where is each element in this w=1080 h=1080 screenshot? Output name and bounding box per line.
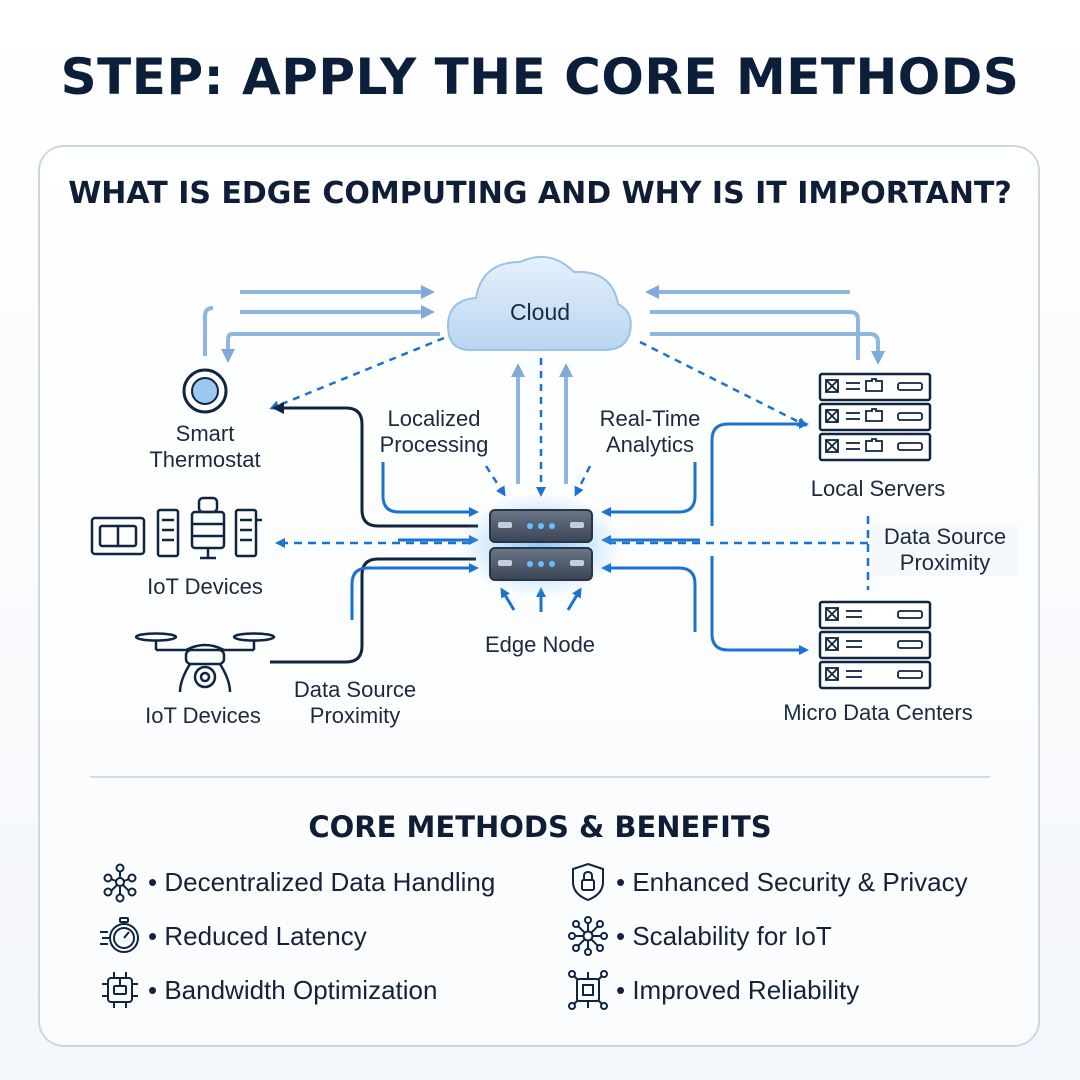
benefit-label: • Bandwidth Optimization [148,974,438,1005]
iot-devices-icon [90,496,262,560]
smart-thermostat-label-line2: Thermostat [149,447,261,472]
benefit-item: • Reduced Latency [98,914,367,958]
micro-data-centers-icon [818,600,932,690]
panel-title: WHAT IS EDGE COMPUTING AND WHY IS IT IMP… [68,176,1012,211]
stopwatch-icon [100,917,139,953]
local-servers-icon [818,372,932,462]
network-nodes-icon [103,863,137,903]
benefit-item: • Bandwidth Optimization [98,968,437,1012]
benefits-title: CORE METHODS & BENEFITS [308,810,772,844]
real-time-analytics-label: Real-Time Analytics [576,406,724,458]
benefit-label: • Enhanced Security & Privacy [616,866,968,897]
thermostat-icon [182,368,228,414]
bandwidth-chip-icon [102,972,138,1008]
data-source-proximity-left-label: Data Source Proximity [280,677,430,729]
benefit-label: • Scalability for IoT [616,920,832,951]
cloud-edge-arrows [511,358,573,497]
section-divider [90,776,990,778]
navy-links [270,402,478,664]
cloud-icon [446,255,632,351]
benefit-item: • Enhanced Security & Privacy [566,860,968,904]
benefit-item: • Decentralized Data Handling [98,860,495,904]
benefit-label: • Improved Reliability [616,974,860,1005]
data-source-proximity-left-line2: Proximity [309,703,401,728]
localized-processing-label-line1: Localized [387,406,481,431]
drone-icon [134,632,276,693]
benefit-label: • Reduced Latency [148,920,367,951]
edge-node-icon [461,493,621,597]
left-inbound-arrows [350,462,479,620]
right-inbound-arrows [601,419,809,655]
real-time-analytics-label-line1: Real-Time [599,406,701,431]
data-source-proximity-right-line2: Proximity [899,550,991,575]
data-source-proximity-left-line1: Data Source [293,677,417,702]
cloud-dashed-links [269,336,808,497]
cloud-light-arrows-left [203,285,440,363]
page-title: STEP: APPLY THE CORE METHODS [60,48,1020,106]
iot-devices-bottom-label: IoT Devices [145,703,261,728]
micro-data-centers-label: Micro Data Centers [783,700,973,725]
smart-thermostat-label-line1: Smart [175,421,235,446]
shield-lock-icon [572,862,604,902]
data-source-proximity-right-label: Data Source Proximity [872,524,1018,576]
benefit-item: • Scalability for IoT [566,914,832,958]
benefit-item: • Improved Reliability [566,968,859,1012]
iot-devices-top-label: IoT Devices [147,574,263,599]
cloud-light-arrows-right [645,285,885,365]
hub-network-icon [568,916,608,956]
smart-thermostat-label: Smart Thermostat [110,421,300,473]
real-time-analytics-label-line2: Analytics [605,432,695,457]
local-servers-label: Local Servers [810,476,946,501]
edge-node-label: Edge Node [484,632,596,657]
data-source-proximity-right-line1: Data Source [883,524,1007,549]
benefit-label: • Decentralized Data Handling [148,866,496,897]
localized-processing-label-line2: Processing [379,432,489,457]
localized-processing-label: Localized Processing [360,406,508,458]
cloud-label: Cloud [509,299,571,325]
horizontal-dashed-links [275,516,870,590]
reliability-circuit-icon [568,970,608,1010]
